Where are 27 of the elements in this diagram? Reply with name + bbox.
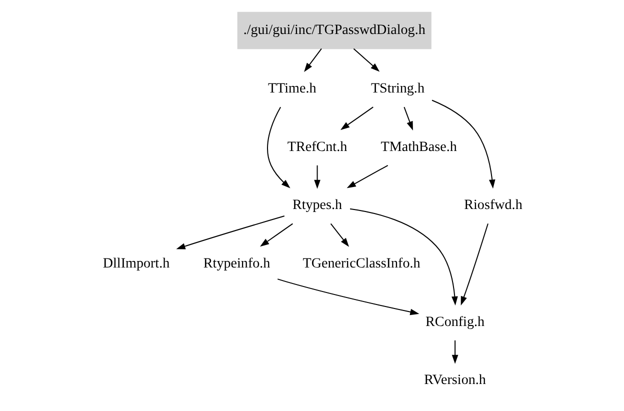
arrow bbox=[276, 278, 419, 316]
node-box: ./gui/gui/inc/TGPasswdDialog.h bbox=[236, 12, 431, 50]
node-text: RVersion.h bbox=[424, 372, 486, 388]
arrow bbox=[266, 106, 290, 188]
arrow bbox=[340, 106, 373, 130]
arrow bbox=[451, 340, 458, 364]
node-text: TTime.h bbox=[267, 80, 316, 97]
node-text: TMathBase.h bbox=[380, 138, 456, 155]
node-text: Riosfwd.h bbox=[464, 197, 522, 214]
node-text: Rtypes.h bbox=[292, 197, 342, 214]
node-text: TString.h bbox=[370, 80, 424, 97]
node-text: Rtypeinfo.h bbox=[202, 256, 270, 272]
arrow bbox=[176, 216, 284, 250]
arrow bbox=[260, 223, 292, 247]
arrow bbox=[352, 48, 380, 72]
node-text: RConfig.h bbox=[425, 314, 484, 330]
arrow bbox=[349, 208, 458, 306]
arrow bbox=[460, 223, 488, 306]
arrow bbox=[346, 164, 388, 188]
node-text: TGenericClassInfo.h bbox=[302, 256, 420, 272]
arrow bbox=[403, 106, 412, 130]
arrow bbox=[431, 100, 495, 189]
arrow bbox=[330, 223, 349, 247]
arrow bbox=[314, 165, 320, 189]
node-text: TRefCnt.h bbox=[286, 138, 347, 155]
arrow bbox=[304, 48, 322, 72]
node-text: DllImport.h bbox=[102, 256, 170, 272]
